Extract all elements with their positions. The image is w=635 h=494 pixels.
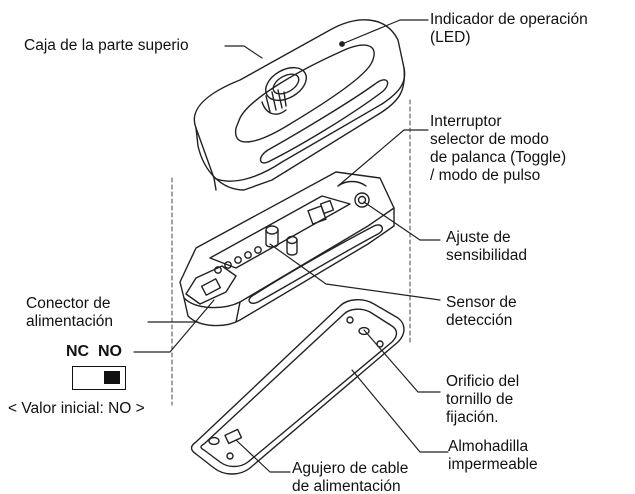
top-case-label: Caja de la parte superio [24,37,189,54]
top-case-drawing [193,19,406,191]
switch-knob [104,371,120,384]
power-connector-label: Conector de alimentación [26,295,114,330]
led-indicator-label: Indicador de operación (LED) [430,11,588,46]
detection-sensor-label: Sensor de detección [446,294,517,329]
nc-label: NC [66,343,90,360]
no-label: NO [98,343,122,360]
cable-hole-label: Agujero de cable de alimentación [292,460,409,494]
toggle-switch-label: Interruptor selector de modo de palanca … [430,113,567,184]
circuit-board-drawing [179,171,395,327]
assembly-guides [171,99,411,406]
screw-hole-label: Orificio del tornillo de fijación. [446,373,520,426]
leader-lines [133,19,449,473]
initial-value-label: < Valor inicial: NO > [8,400,145,417]
bottom-pad-drawing [190,299,405,475]
waterproof-pad-label: Almohadilla impermeable [448,438,538,473]
nc-no-switch [72,366,126,390]
sensitivity-label: Ajuste de sensibilidad [446,229,527,264]
